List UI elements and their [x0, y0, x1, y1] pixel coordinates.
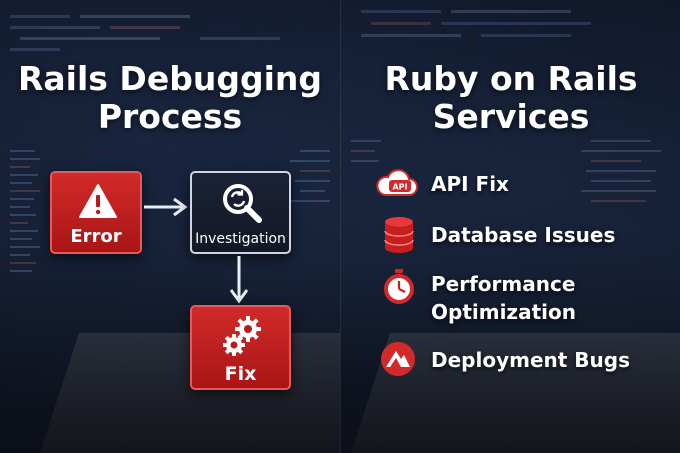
- error-label: Error: [70, 226, 122, 247]
- code-background: [10, 15, 330, 272]
- investigation-box: Investigation: [190, 171, 291, 254]
- magnifier-icon: [223, 184, 262, 223]
- service-item-performance: Performance Optimization: [431, 270, 576, 326]
- panel-title: Process: [97, 97, 243, 136]
- service-item-deployment-bugs: Deployment Bugs: [431, 346, 630, 374]
- service-label: Performance: [431, 272, 576, 296]
- stopwatch-icon: [384, 269, 414, 304]
- fix-label: Fix: [224, 363, 257, 385]
- error-box: Error: [50, 171, 142, 254]
- code-background: [351, 10, 661, 202]
- warning-icon: [79, 184, 117, 218]
- deployment-icon: [381, 342, 415, 376]
- panel-title: Ruby on Rails: [384, 59, 638, 98]
- database-icon: [384, 217, 414, 253]
- fix-box: Fix: [190, 305, 291, 390]
- services-panel: Ruby on Rails Services: [340, 0, 680, 453]
- arrow-right-icon: [144, 197, 188, 217]
- service-label: Database Issues: [431, 223, 616, 247]
- service-label: Optimization: [431, 300, 576, 324]
- gears-icon: [223, 316, 261, 356]
- panel-title: Rails Debugging: [18, 59, 322, 98]
- arrow-down-icon: [229, 256, 249, 304]
- panel-title: Services: [432, 97, 590, 136]
- service-item-database-issues: Database Issues: [431, 221, 615, 249]
- investigation-label: Investigation: [195, 231, 286, 247]
- service-label: API Fix: [431, 172, 509, 196]
- service-label: Deployment Bugs: [431, 348, 630, 372]
- service-item-api-fix: API Fix: [431, 170, 509, 198]
- cloud-api-icon: API: [376, 169, 418, 196]
- debugging-panel: Rails Debugging Process Error: [10, 15, 340, 453]
- api-badge-text: API: [392, 183, 407, 192]
